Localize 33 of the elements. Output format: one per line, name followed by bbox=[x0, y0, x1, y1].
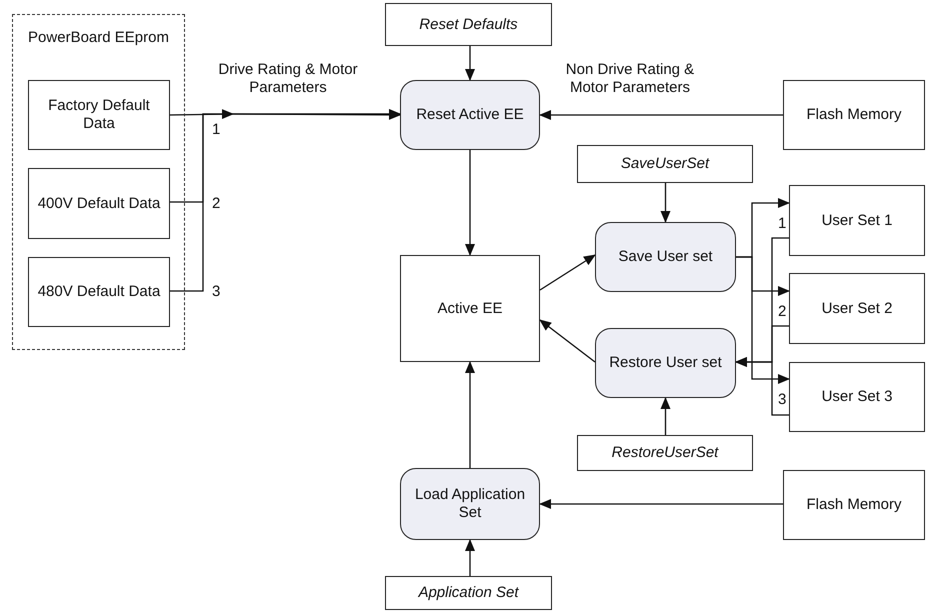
data-box: 480V Default Data bbox=[28, 257, 170, 327]
command-box: RestoreUserSet bbox=[577, 435, 753, 471]
process-box: Save User set bbox=[595, 222, 736, 292]
arrow bbox=[465, 539, 475, 576]
arrow bbox=[540, 254, 596, 291]
data-box: 400V Default Data bbox=[28, 168, 170, 239]
arrow bbox=[465, 46, 475, 81]
arrow bbox=[735, 357, 789, 416]
data-box: Flash Memory bbox=[783, 80, 925, 150]
command-box: SaveUserSet bbox=[577, 145, 753, 183]
group-title: PowerBoard EEprom bbox=[27, 29, 170, 47]
data-box: Active EE bbox=[400, 255, 540, 362]
command-box: Application Set bbox=[385, 576, 552, 610]
dashed-group-frame bbox=[12, 14, 185, 350]
arrow bbox=[465, 150, 475, 256]
arrow bbox=[465, 361, 475, 468]
arrow bbox=[539, 319, 596, 363]
arrow bbox=[539, 110, 783, 120]
arrow bbox=[169, 109, 401, 292]
data-box: Flash Memory bbox=[783, 470, 925, 540]
process-box: Reset Active EE bbox=[400, 80, 540, 150]
arrow bbox=[660, 397, 670, 435]
arrow bbox=[736, 256, 790, 384]
data-box: Factory Default Data bbox=[28, 80, 170, 150]
command-box: Reset Defaults bbox=[385, 3, 552, 46]
arrow bbox=[168, 109, 400, 120]
data-box: User Set 2 bbox=[789, 273, 925, 344]
data-box: User Set 1 bbox=[789, 185, 925, 256]
process-box: Load Application Set bbox=[400, 468, 540, 540]
arrow bbox=[539, 499, 783, 509]
process-box: Restore User set bbox=[595, 328, 736, 398]
data-box: User Set 3 bbox=[789, 362, 925, 432]
arrow bbox=[660, 183, 670, 223]
